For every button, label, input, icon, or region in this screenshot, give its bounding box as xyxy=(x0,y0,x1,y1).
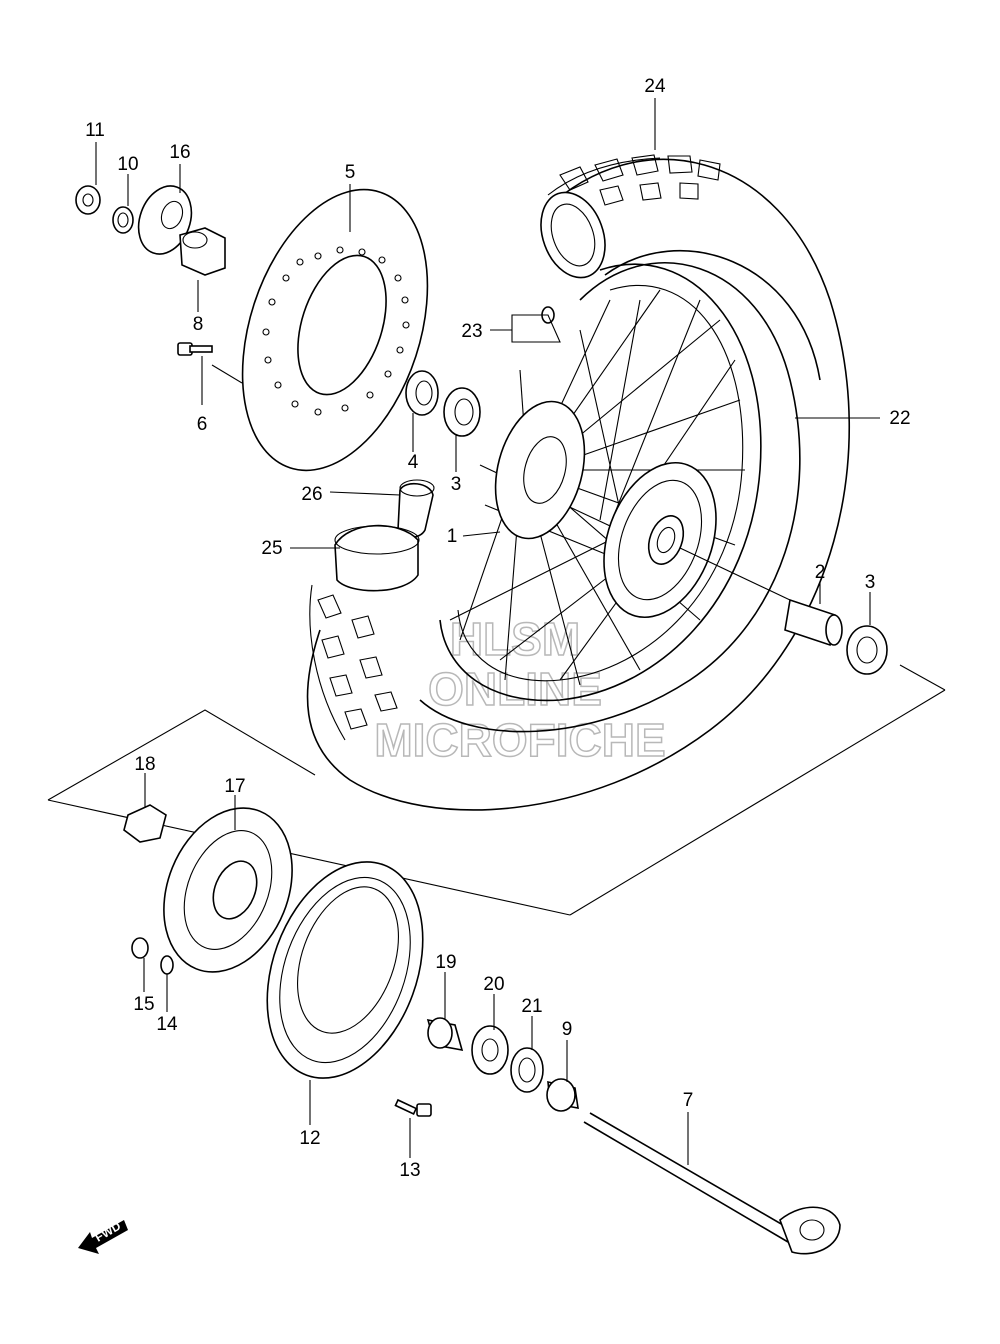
callout-18: 18 xyxy=(134,754,155,775)
chain-adjuster-plate xyxy=(137,185,193,255)
disc-bolt xyxy=(177,342,213,356)
rear-axle xyxy=(583,1112,841,1255)
callout-26: 26 xyxy=(301,484,322,505)
callout-3-right: 3 xyxy=(865,572,876,593)
rear-sprocket xyxy=(266,861,424,1079)
callout-9: 9 xyxy=(562,1019,573,1040)
axle-collar xyxy=(546,1078,579,1112)
sprocket-drum xyxy=(163,807,293,973)
sprocket-washer xyxy=(160,955,174,975)
fwd-arrow-icon: FWD xyxy=(78,1219,128,1254)
callout-2: 2 xyxy=(815,562,826,583)
watermark-line-2: ONLINE xyxy=(428,663,602,715)
watermark: HLSM ONLINE MICROFICHE xyxy=(374,612,667,767)
tire-tread-bottom xyxy=(309,584,398,741)
callout-15: 15 xyxy=(133,994,154,1015)
callouts: 1 2 3 3 4 5 6 7 8 9 10 11 12 13 14 15 16… xyxy=(85,76,910,1181)
callout-22: 22 xyxy=(889,408,910,429)
callout-11: 11 xyxy=(85,120,105,141)
sprocket-bushing xyxy=(426,1017,464,1052)
sprocket-bolt xyxy=(394,1098,432,1117)
callout-8: 8 xyxy=(193,314,204,335)
callout-19: 19 xyxy=(435,952,456,973)
callout-16: 16 xyxy=(169,142,190,163)
wheel-bearing-right xyxy=(846,625,888,675)
callout-21: 21 xyxy=(521,996,542,1017)
callout-10: 10 xyxy=(117,154,138,175)
leader-lines xyxy=(95,98,880,1165)
sprocket-seal xyxy=(510,1047,544,1093)
wheel-rim xyxy=(439,263,762,702)
rear-tire xyxy=(306,154,851,811)
callout-5: 5 xyxy=(345,162,356,183)
sprocket-bearing xyxy=(471,1025,509,1075)
damper xyxy=(123,804,167,843)
axle-spacer xyxy=(784,598,843,647)
collar xyxy=(179,227,226,276)
callout-20: 20 xyxy=(483,974,504,995)
wheel-hub xyxy=(494,400,717,619)
callout-23: 23 xyxy=(461,321,482,342)
callout-17: 17 xyxy=(224,776,245,797)
callout-13: 13 xyxy=(399,1160,420,1181)
axle-washer xyxy=(112,206,134,234)
callout-6: 6 xyxy=(197,414,208,435)
brake-disc xyxy=(241,188,429,472)
callout-1: 1 xyxy=(447,526,458,547)
axle-nut xyxy=(75,185,101,215)
watermark-line-3: MICROFICHE xyxy=(374,714,665,766)
callout-24: 24 xyxy=(644,76,666,97)
watermark-line-1: HLSM xyxy=(450,613,580,665)
oil-seal xyxy=(405,370,439,416)
callout-12: 12 xyxy=(299,1128,320,1149)
inner-tube-part xyxy=(334,524,420,592)
callout-7: 7 xyxy=(683,1090,694,1111)
sprocket-nut xyxy=(131,937,149,959)
callout-3-left: 3 xyxy=(451,474,462,495)
wheel-bearing-left xyxy=(443,387,481,437)
tire-tread-top xyxy=(547,154,721,206)
callout-4: 4 xyxy=(408,452,419,473)
callout-14: 14 xyxy=(156,1014,178,1035)
callout-25: 25 xyxy=(261,538,282,559)
